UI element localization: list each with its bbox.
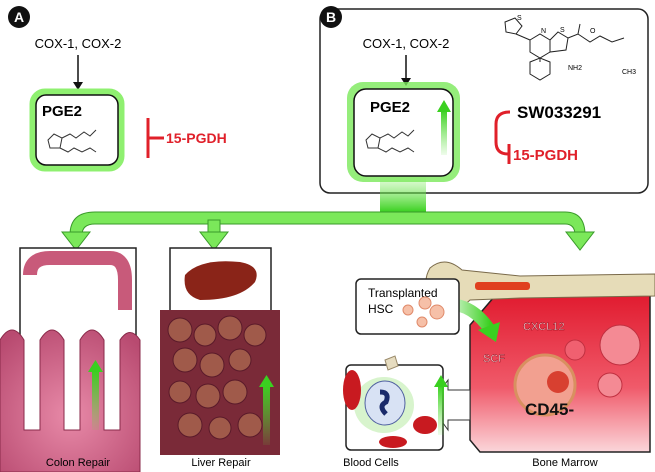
hsc-nucleus	[547, 371, 569, 393]
bone-marrow-cavity	[475, 282, 530, 290]
structure-label: CH3	[622, 69, 636, 76]
hepatocytes-icon	[167, 315, 267, 440]
arrowhead-icon	[73, 82, 83, 90]
blood-cells-panel: Blood Cells	[343, 355, 471, 469]
increase-arrow-shaft	[441, 110, 447, 155]
liver-repair-panel: Liver Repair	[160, 247, 280, 469]
increase-arrow-icon	[88, 360, 103, 372]
red-blood-cell-icon	[343, 370, 361, 410]
compound-name: SW033291	[517, 103, 601, 122]
panel-b-badge-label: B	[326, 9, 336, 25]
pge2-structure-icon	[365, 129, 415, 153]
pge2-label: PGE2	[370, 99, 410, 116]
structure-label: O	[590, 28, 596, 35]
bone-marrow-label: Bone Marrow	[532, 457, 597, 469]
blood-cells-label: Blood Cells	[343, 457, 399, 469]
hsc-label: HSC	[368, 302, 394, 316]
panel-a-badge	[8, 6, 30, 28]
sw033291-structure-icon	[504, 17, 625, 81]
bone-marrow-panel: CXCL12 SCF CD45- Bone Marrow	[425, 261, 655, 469]
liver-repair-label: Liver Repair	[191, 457, 251, 469]
panel-b-target: 15-PGDH	[513, 147, 578, 164]
pge2-glow	[29, 88, 125, 172]
pge2-label: PGE2	[42, 103, 82, 120]
increase-arrow-icon	[434, 375, 448, 387]
hsc-cell-icon	[513, 353, 577, 417]
structure-label: S	[517, 15, 522, 22]
structure-label: NH2	[568, 65, 582, 72]
panel-a-badge-label: A	[14, 9, 24, 25]
panel-b-enzymes: COX-1, COX-2	[363, 36, 450, 51]
increase-arrow-icon	[437, 100, 451, 112]
inhibition-bracket	[494, 110, 511, 156]
cxcl12-label: CXCL12	[523, 321, 565, 333]
colon-repair-panel: Colon Repair	[0, 247, 141, 472]
hsc-cell-icon	[402, 304, 414, 316]
panel-a-inhibitor: 15-PGDH	[166, 130, 227, 146]
panel-a: A COX-1, COX-2 PGE2 15-PGDH	[8, 6, 227, 172]
hsc-cell-icon	[418, 296, 432, 310]
transplant-panel: Transplanted HSC	[355, 278, 500, 342]
transplanted-label: Transplanted	[368, 286, 438, 300]
marrow-cell-icon	[597, 372, 623, 398]
marrow-cell-icon	[564, 339, 586, 361]
colon-box	[19, 247, 137, 452]
scf-label: SCF	[483, 353, 505, 365]
hsc-cell-icon	[429, 304, 445, 320]
leukocyte-nucleus	[379, 389, 390, 416]
hsc-cell-icon	[416, 316, 428, 328]
increase-arrow-icon	[259, 375, 274, 387]
red-blood-cell-icon	[413, 416, 437, 434]
distribution-arrows	[60, 211, 596, 251]
cd45-label: CD45-	[525, 400, 574, 419]
increase-arrow-shaft	[263, 385, 270, 445]
hsc-arrowhead-icon	[478, 322, 500, 342]
structure-label: S	[560, 27, 565, 34]
colon-crypts-icon	[0, 329, 141, 472]
colon-icon	[23, 251, 132, 310]
liver-icon	[184, 261, 257, 300]
panel-b: B COX-1, COX-2 PGE2 S N S O NH2 CH3 SW03…	[319, 6, 649, 212]
panel-a-enzymes: COX-1, COX-2	[35, 36, 122, 51]
pge2-funnel	[380, 176, 426, 212]
marrow-cell-icon	[599, 324, 641, 366]
platelet-icon	[384, 355, 399, 371]
structure-label: N	[541, 28, 546, 35]
red-blood-cell-icon	[379, 436, 407, 448]
panel-b-badge	[320, 6, 342, 28]
colon-repair-label: Colon Repair	[46, 457, 111, 469]
increase-arrow-shaft	[92, 370, 99, 430]
pge2-structure-icon	[47, 129, 97, 153]
increase-arrow-shaft	[438, 385, 444, 435]
